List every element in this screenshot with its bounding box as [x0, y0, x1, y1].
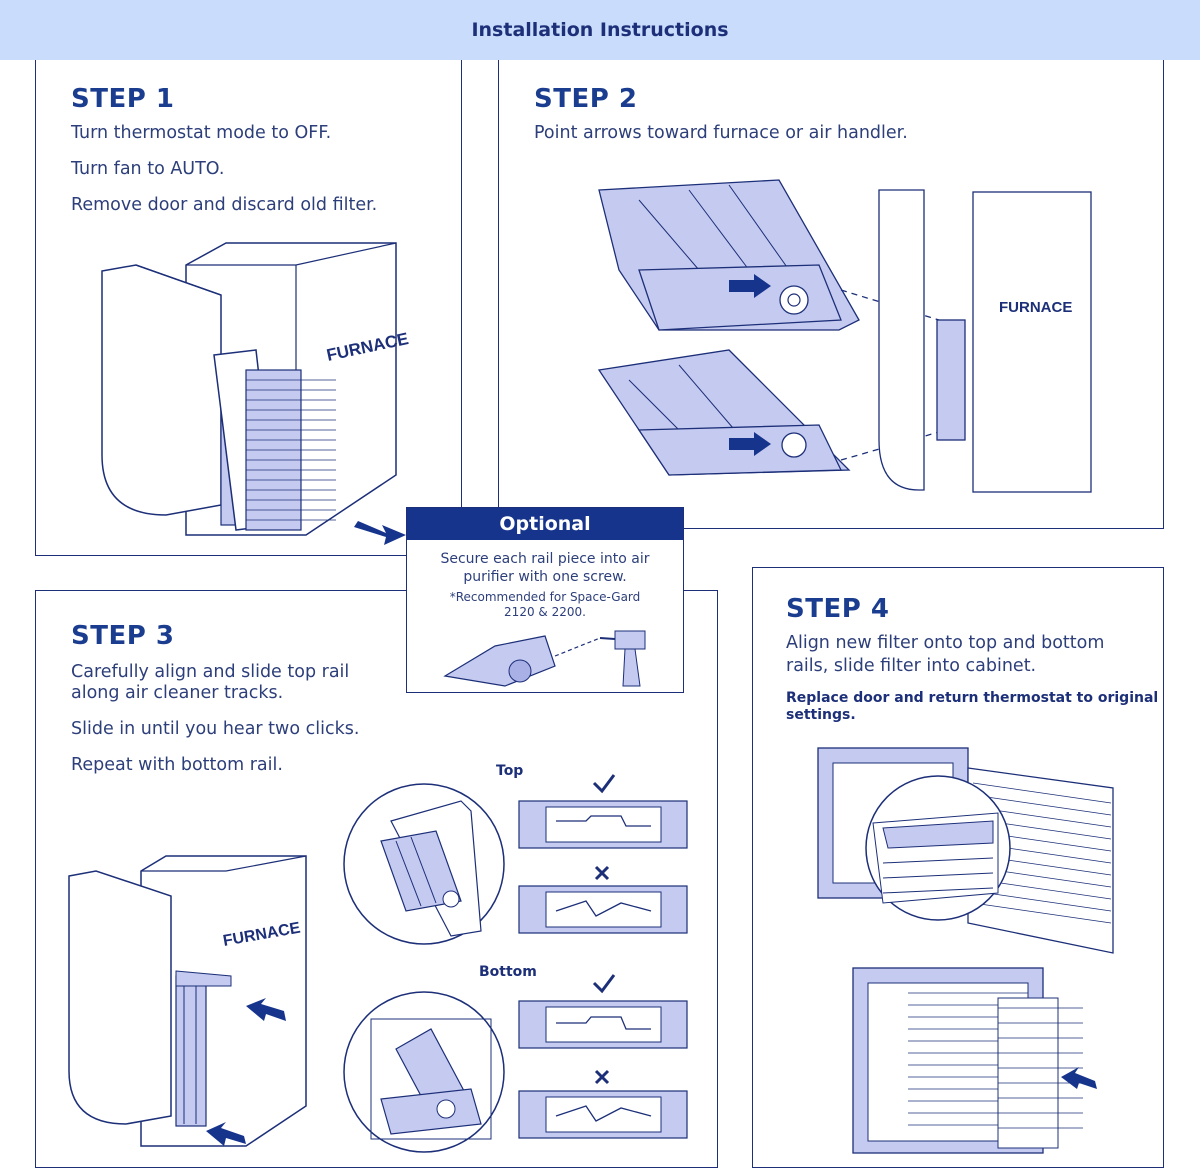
- step-3-line-1: Carefully align and slide top rail: [71, 662, 350, 682]
- step-1-line-1: Turn thermostat mode to OFF.: [71, 123, 332, 143]
- step-3-furnace-illustration: FURNACE: [68, 855, 307, 1147]
- check-icon-bottom: [592, 974, 616, 994]
- bottom-rail-zoom: [343, 991, 505, 1153]
- top-rail-zoom: [343, 783, 505, 945]
- step-3-line-3: Slide in until you hear two clicks.: [71, 719, 360, 739]
- step-4-title: STEP 4: [786, 594, 890, 624]
- rail-alignment-examples: [518, 774, 688, 1139]
- x-icon-bottom: [594, 1069, 610, 1085]
- x-icon-top: [594, 865, 610, 881]
- optional-callout: Optional Secure each rail piece into air…: [406, 507, 684, 693]
- step-4-note-1: Replace door and return thermostat to or…: [786, 690, 1159, 706]
- push-arrow-icon: [1061, 1067, 1097, 1089]
- step-1-furnace-illustration: FURNACE: [101, 242, 410, 545]
- step-3-line-4: Repeat with bottom rail.: [71, 755, 283, 775]
- header-bar: Installation Instructions: [0, 0, 1200, 60]
- step-2-furnace-label: FURNACE: [999, 299, 1072, 316]
- step-1-title: STEP 1: [71, 84, 175, 114]
- optional-title: Optional: [407, 508, 683, 540]
- step-4-line-2: rails, slide filter into cabinet.: [786, 656, 1037, 676]
- screwdriver-illustration: [443, 630, 646, 687]
- step-4-note-2: settings.: [786, 707, 856, 723]
- step-1-panel: STEP 1 Turn thermostat mode to OFF. Turn…: [35, 60, 462, 556]
- step-4-panel: STEP 4 Align new filter onto top and bot…: [752, 567, 1164, 1168]
- check-icon-top: [592, 774, 616, 794]
- optional-note-2: 2120 & 2200.: [504, 605, 586, 619]
- top-label: Top: [496, 763, 524, 779]
- step-1-line-3: Remove door and discard old filter.: [71, 195, 378, 215]
- optional-line-2: purifier with one screw.: [463, 569, 627, 585]
- step-3-panel: STEP 3 Carefully align and slide top rai…: [35, 590, 718, 1168]
- step-3-line-2: along air cleaner tracks.: [71, 683, 284, 703]
- bottom-label: Bottom: [479, 964, 537, 980]
- step-2-line-1: Point arrows toward furnace or air handl…: [534, 123, 908, 143]
- step-1-line-2: Turn fan to AUTO.: [71, 159, 225, 179]
- step-3-title: STEP 3: [71, 621, 175, 651]
- step-4-cabinet-illustration: [817, 747, 1114, 1154]
- optional-note-1: *Recommended for Space-Gard: [449, 590, 641, 604]
- step-4-line-1: Align new filter onto top and bottom: [786, 633, 1105, 653]
- step-2-title: STEP 2: [534, 84, 638, 114]
- optional-line-1: Secure each rail piece into air: [440, 551, 650, 567]
- page-title: Installation Instructions: [471, 19, 729, 41]
- step-2-panel: STEP 2 Point arrows toward furnace or ai…: [498, 60, 1164, 529]
- step-2-rail-illustration: FURNACE: [597, 179, 1092, 493]
